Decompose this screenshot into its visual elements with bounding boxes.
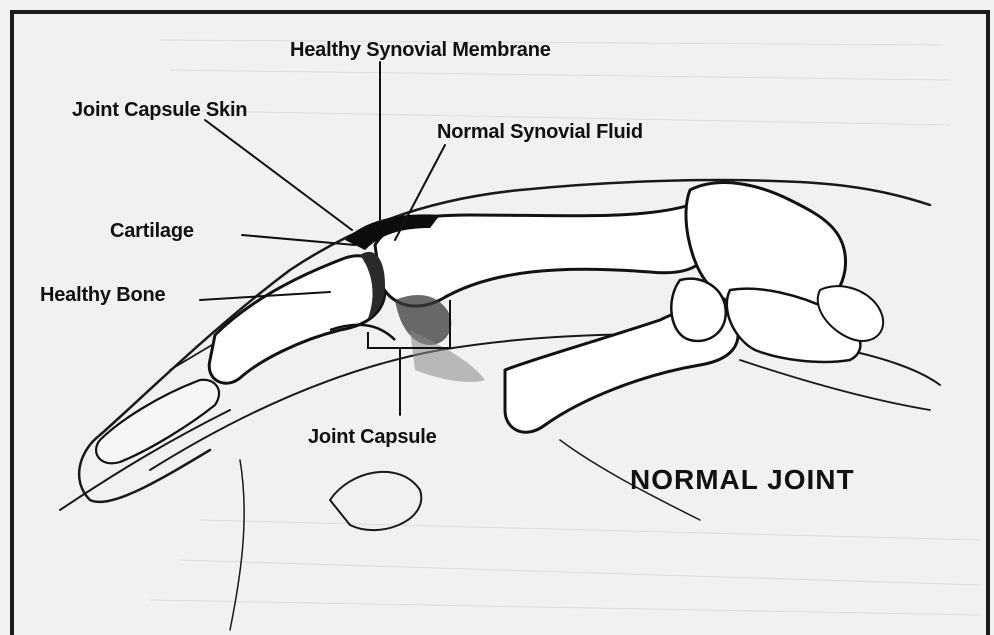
label-joint-capsule: Joint Capsule: [308, 427, 437, 447]
label-normal-synovial-fluid: Normal Synovial Fluid: [437, 122, 643, 142]
label-joint-capsule-skin: Joint Capsule Skin: [72, 100, 247, 120]
label-cartilage: Cartilage: [110, 221, 194, 241]
label-healthy-synovial-membrane: Healthy Synovial Membrane: [290, 40, 551, 60]
leader-line-cartilage: [242, 235, 355, 245]
label-healthy-bone: Healthy Bone: [40, 285, 165, 305]
capsule-edge: [330, 325, 395, 340]
joint-capsule-shading: [410, 330, 485, 382]
bones: [96, 183, 883, 464]
diagram-title: NORMAL JOINT: [630, 466, 855, 494]
leader-line-capsule-skin: [205, 120, 352, 230]
middle-phalanx: [209, 256, 385, 383]
